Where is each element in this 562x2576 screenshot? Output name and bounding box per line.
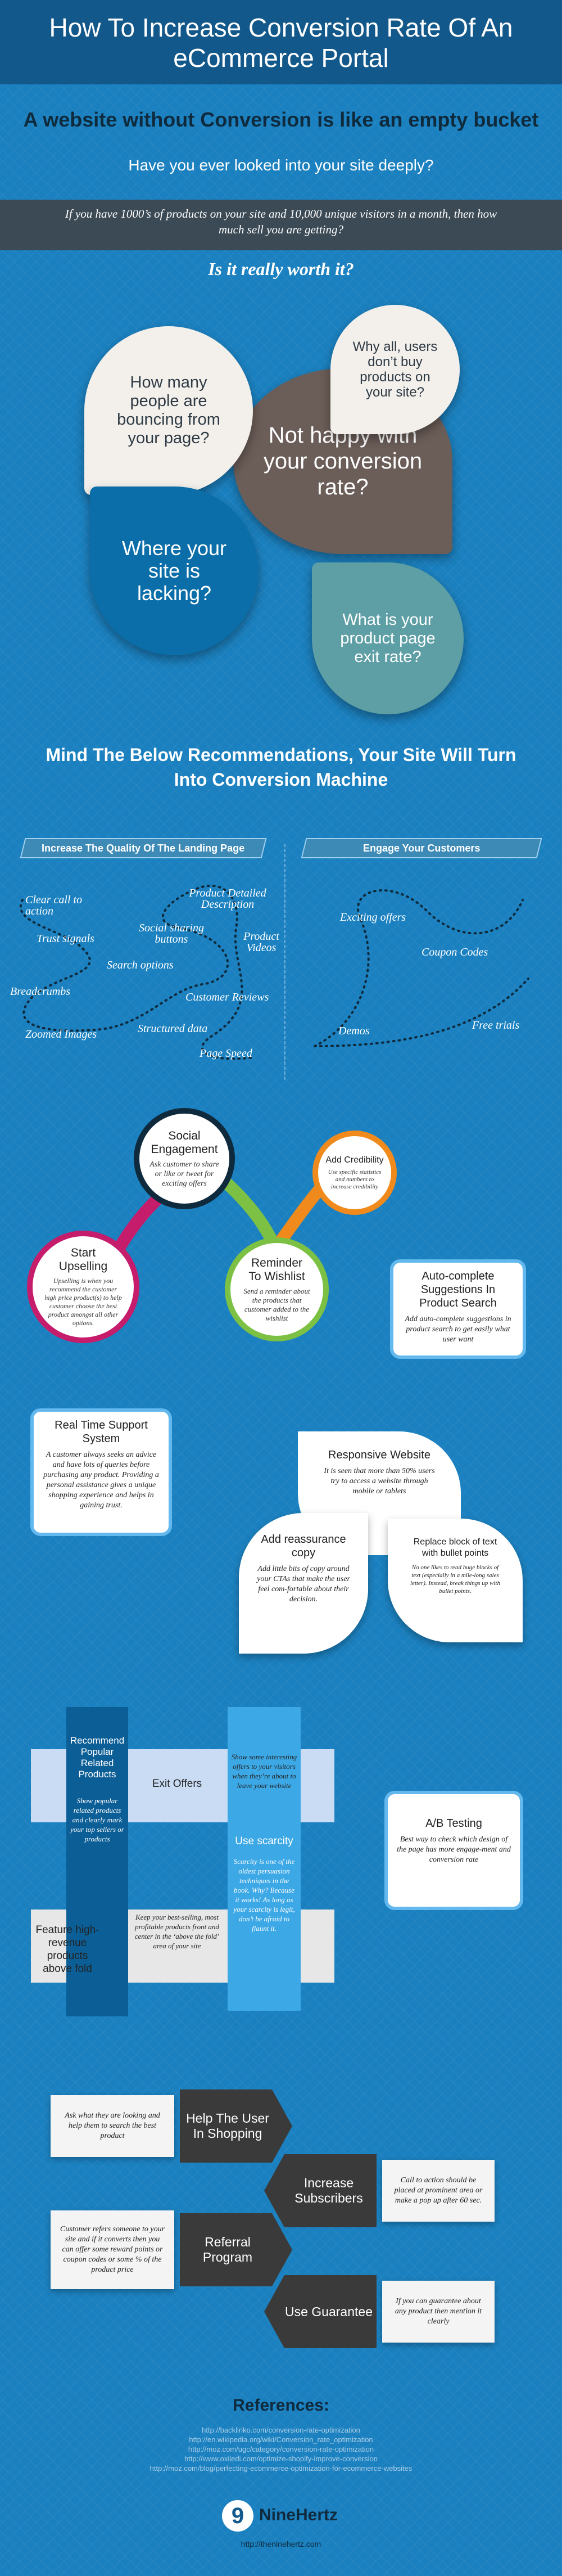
references-list: http://backlinko.com/conversion-rate-opt… [0, 2425, 562, 2473]
ref-link[interactable]: http://www.oxiledi.com/optimize-shopify-… [184, 2455, 378, 2463]
subtitle: A website without Conversion is like an … [23, 108, 539, 131]
card-support: Real Time Support System A customer alwa… [34, 1412, 169, 1533]
cross-exit-text: Show some interesting offers to your vis… [231, 1753, 297, 1790]
section-divider [284, 844, 285, 1080]
bar-related [66, 1707, 128, 2016]
recommend-heading: Mind The Below Recommendations, Your Sit… [46, 745, 516, 790]
arrow-help: Help The User In Shopping [180, 2089, 292, 2163]
cross-exit-title: Exit Offers [152, 1778, 202, 1790]
cross-scarcity: Use scarcity Scarcity is one of the olde… [233, 1835, 295, 1933]
label-reviews: Customer Reviews [185, 991, 269, 1003]
circle-upselling: Start Upselling Upselling is when you re… [27, 1231, 139, 1343]
ref-link[interactable]: http://en.wikipedia.org/wiki/Conversion_… [189, 2435, 373, 2444]
circle-reminder: Reminder To Wishlist Send a reminder abo… [225, 1237, 329, 1341]
ref-link[interactable]: http://moz.com/ugc/category/conversion-r… [188, 2445, 374, 2453]
arrow-subscribers: Increase Subscribers [264, 2154, 377, 2227]
dark-band [0, 200, 562, 250]
label-trust: Trust signals [37, 933, 94, 945]
note-referral: Customer refers someone to your site and… [51, 2210, 174, 2289]
card-ab: A/B Testing Best way to check which desi… [388, 1794, 520, 1907]
footer-url[interactable]: http://theninehertz.com [241, 2539, 321, 2548]
bubble-exit-rate: What is your product page exit rate? [312, 562, 464, 714]
label-speed: Page Speed [200, 1047, 252, 1060]
note-help: Ask what they are looking and help them … [51, 2095, 174, 2157]
worth-question: Is it really worth it? [208, 259, 354, 279]
bubble-lacking: Where your site is lacking? [90, 487, 259, 655]
bar-scarcity [228, 1707, 301, 2011]
ref-link[interactable]: http://backlinko.com/conversion-rate-opt… [202, 2426, 360, 2434]
leaf-responsive: Responsive Website It is seen that more … [298, 1431, 461, 1555]
note-guarantee: If you can guarantee about any product t… [382, 2281, 495, 2343]
ribbon-engage: Engage Your Customers [301, 838, 542, 858]
label-zoom: Zoomed Images [25, 1028, 97, 1041]
leaf-bullets: Replace block of text with bullet points… [388, 1519, 523, 1642]
label-coupons: Coupon Codes [422, 946, 488, 958]
bubble-dont-buy: Why all, users don’t buy products on you… [330, 305, 460, 434]
label-detail-desc: Product Detailed Description [189, 887, 266, 911]
cross-related: Recommend Popular Related Products Show … [70, 1735, 125, 1843]
page-title: How To Increase Conversion Rate Of An eC… [49, 13, 513, 73]
cross-feature-text: Keep your best-selling, most profitable … [134, 1913, 220, 1950]
label-videos: Product Videos [243, 930, 279, 954]
band-text: If you have 1000’s of products on your s… [65, 207, 497, 236]
label-trials: Free trials [472, 1019, 520, 1032]
ninehertz-logo: 9 NineHertz [222, 2500, 340, 2534]
logo-text: NineHertz [259, 2506, 338, 2524]
label-offers: Exciting offers [340, 911, 406, 924]
label-clear-cta: Clear call to action [25, 894, 83, 917]
header-bar [0, 0, 562, 84]
label-search: Search options [107, 959, 174, 971]
card-autocomplete: Auto-complete Suggestions In Product Sea… [393, 1263, 523, 1355]
label-breadcrumbs: Breadcrumbs [10, 985, 71, 998]
leaf-reassurance: Add reassurance copy Add little bits of … [239, 1513, 368, 1654]
circle-credibility: Add Credibility Use specific statistics … [312, 1131, 397, 1215]
bubble-bouncing: How many people are bouncing from your p… [84, 326, 253, 495]
note-subscribers: Call to action should be placed at promi… [382, 2160, 495, 2222]
ribbon-landing: Increase The Quality Of The Landing Page [20, 838, 267, 858]
label-social-share: Social sharing buttons [138, 922, 205, 945]
ref-link[interactable]: http://moz.com/blog/perfecting-ecommerce… [149, 2464, 413, 2473]
references-title: References: [233, 2396, 329, 2415]
label-structured: Structured data [138, 1023, 208, 1035]
question: Have you ever looked into your site deep… [128, 156, 434, 174]
logo-mark: 9 [222, 2500, 253, 2532]
dotted-paths [20, 884, 529, 1060]
circle-social: Social Engagement Ask customer to share … [134, 1108, 235, 1209]
cross-feature-title: Feature high-revenue products above fold [35, 1924, 99, 1975]
label-demos: Demos [338, 1025, 370, 1037]
arrow-guarantee: Use Guarantee [264, 2275, 377, 2348]
arrow-referral: Referral Program [180, 2213, 292, 2286]
